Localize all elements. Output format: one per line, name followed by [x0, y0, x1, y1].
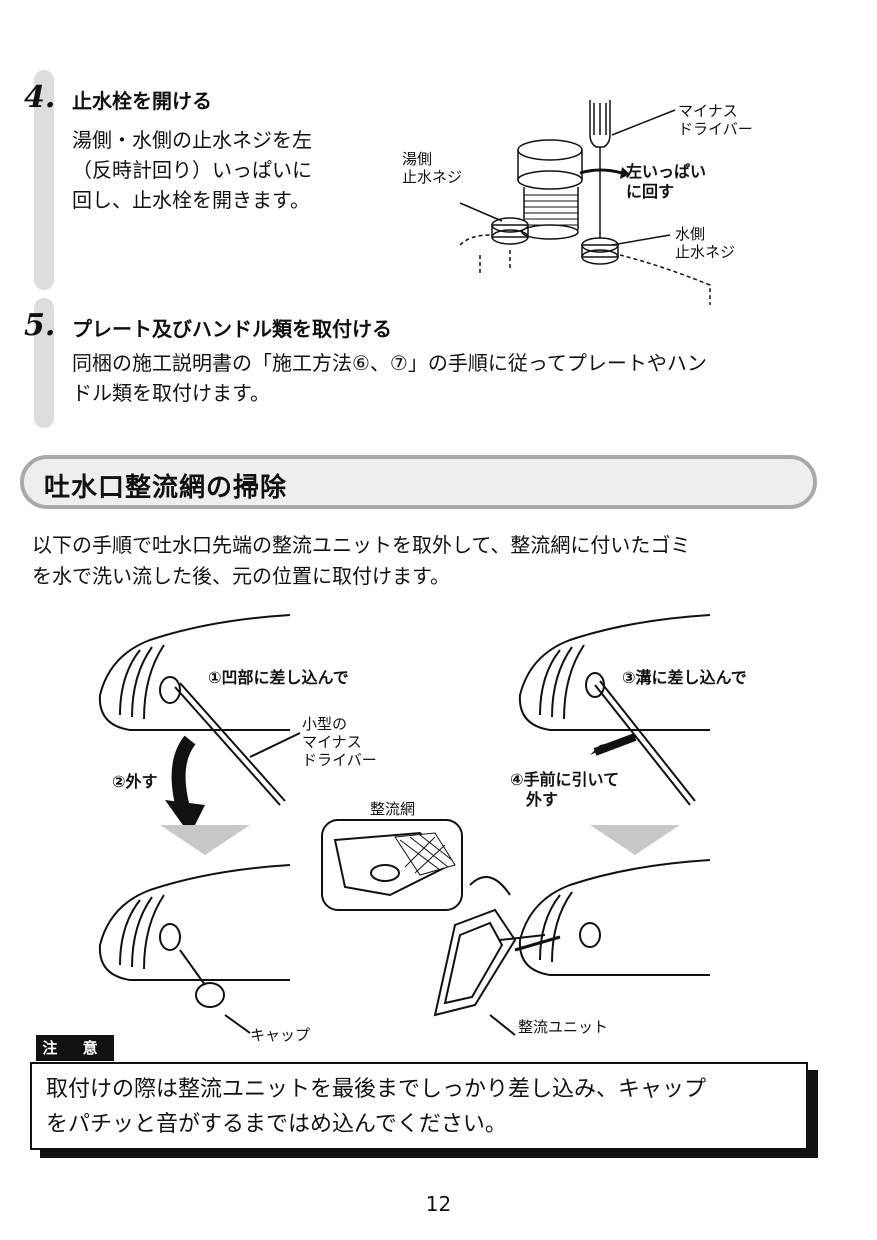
step5-body-line: 同梱の施工説明書の「施工方法⑥、⑦」の手順に従ってプレートやハン — [72, 351, 707, 375]
intro-line: 以下の手順で吐水口先端の整流ユニットを取外して、整流網に付いたゴミ — [32, 533, 691, 557]
intro-line: を水で洗い流した後、元の位置に取付けます。 — [32, 564, 450, 588]
section-header: 吐水口整流網の掃除 — [20, 455, 817, 509]
diagram-step4-label: ④手前に引いて 外す — [510, 770, 620, 809]
caution-line: 取付けの際は整流ユニットを最後までしっかり差し込み、キャップ — [46, 1077, 707, 1102]
step5-bar — [34, 298, 54, 428]
diagram-step2-label: ②外す — [112, 772, 158, 791]
step5-body-line: ドル類を取付けます。 — [72, 381, 270, 405]
caution-line: をパチッと音がするまではめ込んでください。 — [46, 1112, 507, 1137]
step4-bar — [34, 70, 54, 290]
cold-screw-label: 水側 止水ネジ — [675, 225, 736, 261]
section-title: 吐水口整流網の掃除 — [44, 473, 288, 503]
diagram-mesh-label: 整流網 — [370, 800, 416, 818]
turn-left-label: 左いっぱい に回す — [626, 162, 707, 201]
page-number: 12 — [425, 1192, 452, 1216]
step4-body: 湯側・水側の止水ネジを左 （反時計回り）いっぱいに 回し、止水栓を開きます。 — [72, 125, 312, 215]
caution-text: 取付けの際は整流ユニットを最後までしっかり差し込み、キャップ をパチッと音がする… — [46, 1072, 806, 1142]
section-intro: 以下の手順で吐水口先端の整流ユニットを取外して、整流網に付いたゴミ を水で洗い流… — [32, 530, 832, 592]
screwdriver-label: マイナス ドライバー — [678, 102, 753, 138]
diagram-step3-label: ③溝に差し込んで — [622, 668, 747, 687]
aerator-cleaning-illustration — [98, 614, 711, 1036]
hot-screw-label: 湯側 止水ネジ — [402, 150, 463, 186]
step5-body: 同梱の施工説明書の「施工方法⑥、⑦」の手順に従ってプレートやハン ドル類を取付け… — [72, 348, 707, 408]
step5-title: プレート及びハンドル類を取付ける — [72, 317, 392, 341]
diagram-unit-label: 整流ユニット — [518, 1018, 609, 1036]
step4-number: 4. — [24, 80, 56, 115]
diagram-tool-label: 小型の マイナス ドライバー — [302, 715, 377, 769]
step4-body-line: 湯側・水側の止水ネジを左 — [72, 128, 312, 152]
caution-box: 取付けの際は整流ユニットを最後までしっかり差し込み、キャップ をパチッと音がする… — [30, 1062, 808, 1150]
diagram-step1-label: ①凹部に差し込んで — [208, 668, 349, 687]
step5-number: 5. — [24, 308, 56, 343]
step4-title: 止水栓を開ける — [72, 89, 212, 113]
caution-badge: 注 意 — [36, 1035, 114, 1061]
stop-valve-illustration — [459, 100, 711, 305]
step4-body-line: 回し、止水栓を開きます。 — [72, 188, 310, 212]
step4-body-line: （反時計回り）いっぱいに — [72, 158, 312, 182]
diagram-cap-label: キャップ — [250, 1026, 311, 1044]
